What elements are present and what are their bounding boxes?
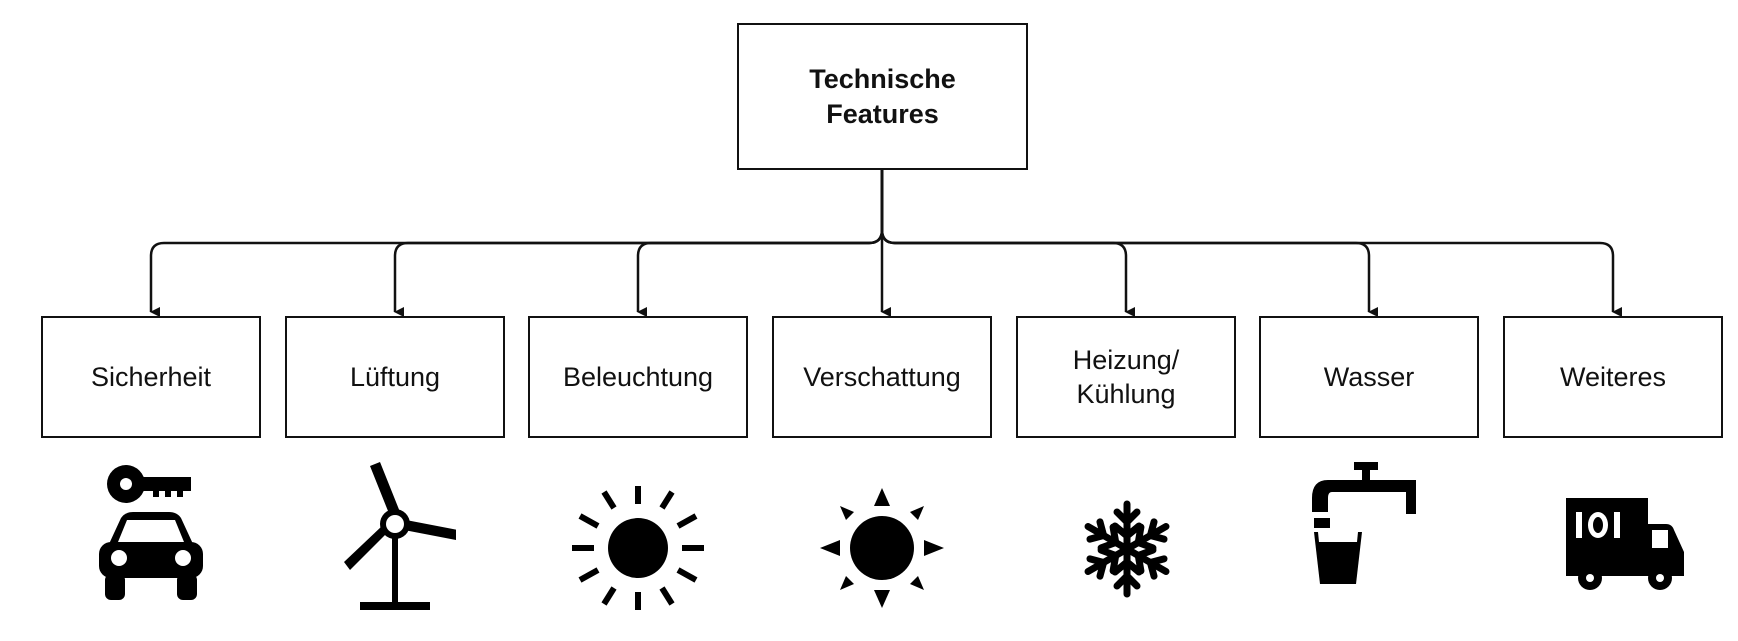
snowflake-icon — [1077, 500, 1177, 602]
node-label-line1: Heizung/ — [1072, 345, 1180, 375]
node-wasser: Wasser — [1259, 316, 1479, 438]
root-title-line1: Technische — [809, 63, 956, 94]
node-label: Beleuchtung — [562, 362, 714, 392]
wind-turbine-icon — [344, 462, 456, 610]
node-label: Verschattung — [803, 362, 961, 392]
node-verschattung: Verschattung — [772, 316, 992, 438]
food-truck-icon — [1566, 498, 1684, 590]
connector-sicherheit — [149, 170, 884, 317]
node-label: Lüftung — [349, 362, 441, 392]
node-heizung-kuehlung: Heizung/ Kühlung — [1016, 316, 1236, 438]
node-beleuchtung: Beleuchtung — [528, 316, 748, 438]
node-label: Sicherheit — [90, 362, 212, 392]
connector-weiteres — [880, 170, 1622, 317]
node-label: Wasser — [1323, 362, 1415, 392]
connector-heizung — [880, 170, 1135, 317]
node-weiteres: Weiteres — [1503, 316, 1723, 438]
node-sicherheit: Sicherheit — [41, 316, 261, 438]
car-key-icon — [99, 465, 203, 600]
root-title-line2: Features — [826, 98, 939, 129]
water-tap-icon — [1312, 462, 1416, 584]
root-node: Technische Features — [737, 23, 1028, 170]
node-lueftung: Lüftung — [285, 316, 505, 438]
node-label: Weiteres — [1559, 362, 1667, 392]
node-label-line2: Kühlung — [1076, 379, 1176, 409]
connector-beleuchtung — [636, 170, 884, 317]
sun-rays-icon — [572, 486, 704, 610]
sun-icon — [820, 488, 944, 608]
